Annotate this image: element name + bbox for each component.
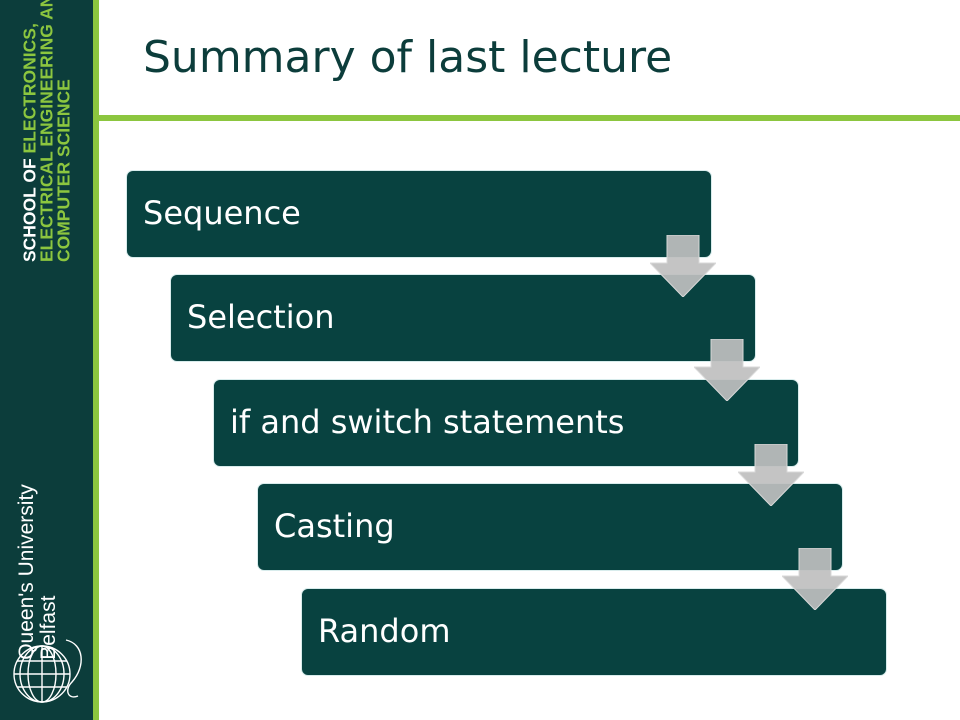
school-line-3: COMPUTER SCIENCE: [53, 79, 74, 263]
step-selection: Selection: [170, 274, 756, 362]
down-arrow-icon: [782, 548, 848, 610]
step-random: Random: [301, 588, 887, 676]
title-underline: [99, 115, 960, 121]
sidebar-accent-stripe: [93, 0, 99, 720]
step-casting: Casting: [257, 483, 843, 571]
down-arrow-icon: [738, 444, 804, 506]
branding-sidebar: [0, 0, 93, 720]
university-crest-icon: [13, 639, 82, 703]
slide-title: Summary of last lecture: [143, 32, 673, 83]
school-name: SCHOOL OF ELECTRONICS, ELECTRICAL ENGINE…: [20, 0, 74, 263]
down-arrow-icon: [650, 235, 716, 297]
down-arrow-icon: [694, 339, 760, 401]
step-sequence: Sequence: [126, 170, 712, 258]
step-if-switch: if and switch statements: [213, 379, 799, 467]
